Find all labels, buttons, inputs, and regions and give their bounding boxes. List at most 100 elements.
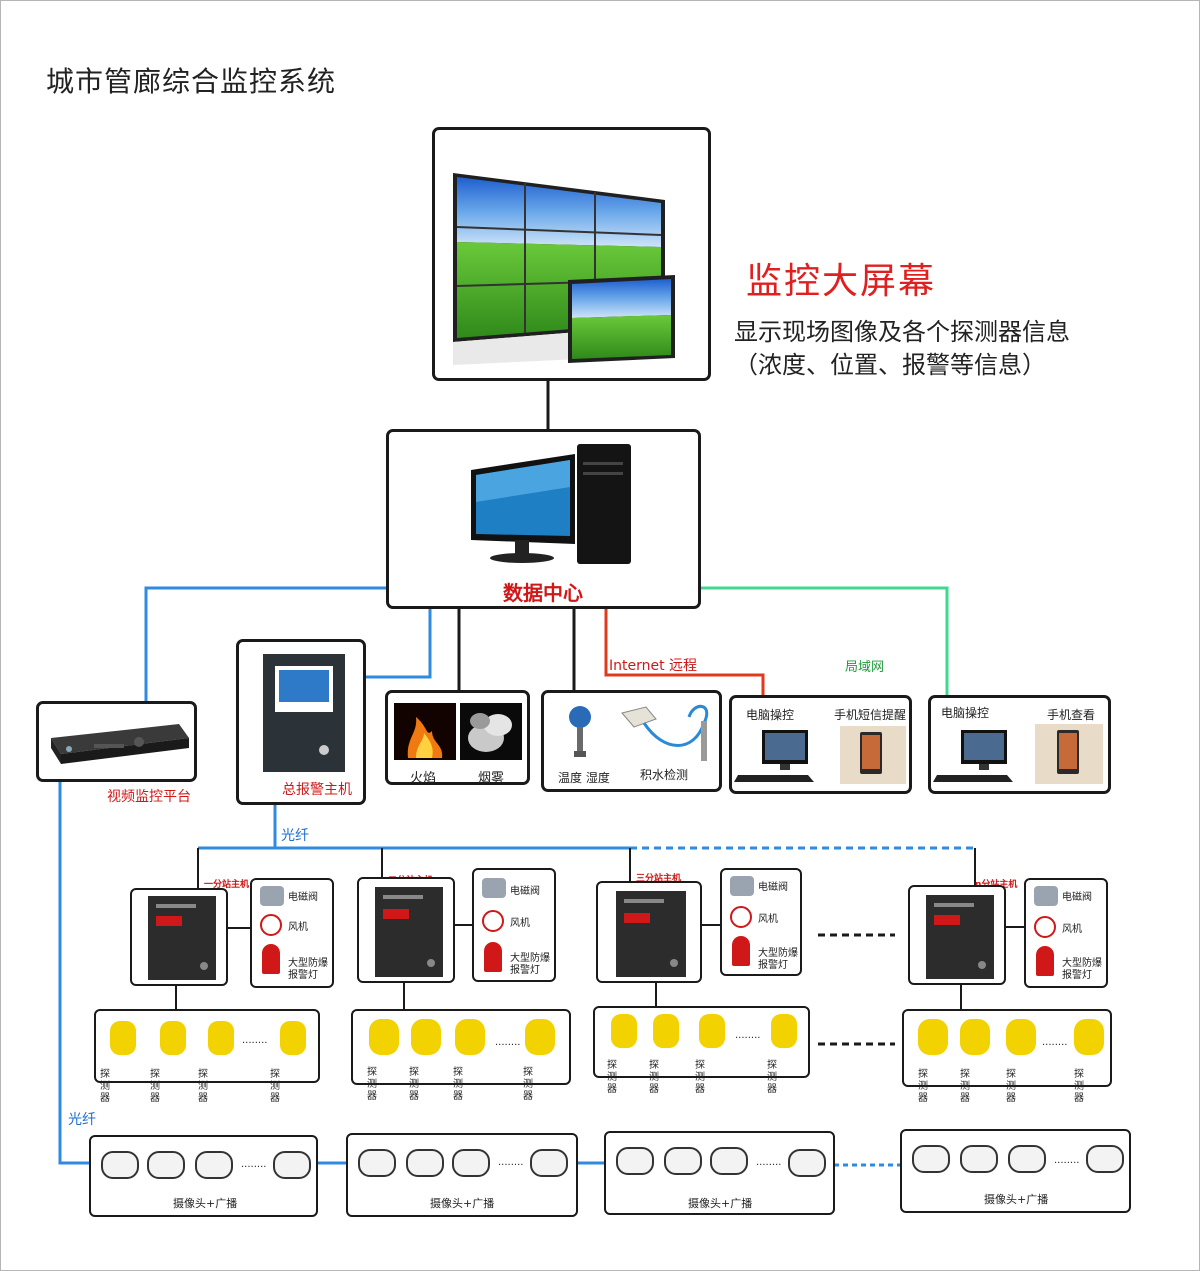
valve-label: 电磁阀: [1062, 892, 1092, 903]
valve-label: 电磁阀: [758, 882, 788, 893]
alarm-host-label: 总报警主机: [282, 782, 352, 798]
gas-detector-icon: [960, 1019, 990, 1055]
lamp-label-1: 大型防爆: [758, 948, 798, 959]
gas-detector-icon: [1074, 1019, 1104, 1055]
lan-box: 电脑操控 手机查看: [928, 695, 1111, 794]
devices-box-3: 电磁阀 风机 大型防爆 报警灯: [720, 868, 802, 976]
video-wall-desc: 显示现场图像及各个探测器信息 （浓度、位置、报警等信息）: [734, 316, 1070, 382]
video-wall-desc-line2: （浓度、位置、报警等信息）: [734, 351, 1046, 379]
camera-label: 摄像头+广播: [688, 1197, 753, 1210]
video-wall-image: [453, 173, 675, 365]
lan-phone-label: 手机查看: [1047, 708, 1096, 722]
camera-box-1: ........ 摄像头+广播: [89, 1135, 318, 1217]
remote-box: 电脑操控 手机短信提醒: [729, 695, 912, 794]
detector-label: 探测器: [1074, 1069, 1084, 1104]
page-title: 城市管廊综合监控系统: [46, 65, 337, 98]
alarm-lamp-icon: [1036, 946, 1054, 976]
camera-dots: ........: [241, 1159, 267, 1170]
camera-label: 摄像头+广播: [173, 1197, 238, 1210]
alarm-host-icon: [263, 654, 345, 772]
fan-label: 风机: [510, 918, 530, 929]
camera-icon: [788, 1149, 826, 1177]
camera-icon: [960, 1145, 998, 1173]
gas-detector-icon: [1006, 1019, 1036, 1055]
lamp-label-1: 大型防爆: [510, 953, 550, 964]
camera-icon: [195, 1151, 233, 1179]
lan-link-label: 局域网: [845, 660, 885, 675]
fan-label: 风机: [288, 922, 308, 933]
video-platform-label: 视频监控平台: [107, 789, 191, 805]
gas-detector-icon: [455, 1019, 485, 1055]
gas-detector-icon: [280, 1021, 306, 1055]
station-1-icon: [148, 896, 216, 980]
camera-box-2: ........ 摄像头+广播: [346, 1133, 578, 1217]
env-sensor-images: [569, 705, 709, 761]
camera-dots: ........: [756, 1157, 782, 1168]
camera-icon: [664, 1147, 702, 1175]
alarm-lamp-icon: [732, 936, 750, 966]
detector-label: 探测器: [960, 1069, 970, 1104]
camera-icon: [1086, 1145, 1124, 1173]
lamp-label-2: 报警灯: [1062, 970, 1092, 981]
gas-detector-icon: [411, 1019, 441, 1055]
fan-icon: [1034, 916, 1056, 938]
devices-box-1: 电磁阀 风机 大型防爆 报警灯: [250, 878, 334, 988]
fiber-label-left: 光纤: [68, 1112, 96, 1128]
video-wall-title: 监控大屏幕: [746, 261, 937, 302]
camera-icon: [710, 1147, 748, 1175]
detector-label: 探测器: [649, 1060, 659, 1095]
station-3-box: [596, 881, 702, 983]
camera-icon: [147, 1151, 185, 1179]
remote-pc-label: 电脑操控: [746, 708, 795, 722]
fire-smoke-images: [394, 703, 522, 760]
video-wall-box: [432, 127, 711, 381]
detector-label: 探测器: [453, 1067, 463, 1102]
alarm-host-box: [236, 639, 366, 805]
gas-detector-icon: [525, 1019, 555, 1055]
gas-detector-icon: [611, 1014, 637, 1048]
fan-label: 风机: [758, 914, 778, 925]
camera-icon: [452, 1149, 490, 1177]
valve-icon: [260, 886, 284, 906]
valve-label: 电磁阀: [510, 886, 540, 897]
camera-icon: [912, 1145, 950, 1173]
gas-detector-icon: [369, 1019, 399, 1055]
gas-detector-icon: [208, 1021, 234, 1055]
station-1-box: [130, 888, 228, 986]
detector-label: 探测器: [409, 1067, 419, 1102]
detector-label: 探测器: [523, 1067, 533, 1102]
camera-icon: [1008, 1145, 1046, 1173]
fire-smoke-box: 火焰 烟雾: [385, 690, 530, 786]
alarm-lamp-icon: [484, 942, 502, 972]
detector-label: 探测器: [150, 1069, 160, 1104]
internet-link-label: Internet 远程: [609, 658, 698, 674]
valve-icon: [730, 876, 754, 896]
detector-label: 探测器: [198, 1069, 208, 1104]
lamp-label-2: 报警灯: [758, 960, 788, 971]
detector-label: 探测器: [100, 1069, 110, 1104]
camera-label: 摄像头+广播: [984, 1193, 1049, 1206]
fan-icon: [260, 914, 282, 936]
gas-detector-icon: [699, 1014, 725, 1048]
water-detect-label: 积水检测: [640, 768, 689, 782]
camera-icon: [101, 1151, 139, 1179]
detector-box-3: 探测器 探测器 探测器 ........ 探测器: [593, 1006, 810, 1095]
detector-dots: ........: [1042, 1037, 1068, 1048]
camera-icon: [616, 1147, 654, 1175]
temp-humidity-label: 温度 湿度: [558, 771, 610, 785]
station-1-label: 一分站主机: [204, 880, 250, 890]
detector-dots: ........: [495, 1037, 521, 1048]
station-3-icon: [616, 891, 686, 977]
detector-box-1: 探测器 探测器 探测器 ........ 探测器: [94, 1009, 320, 1104]
devices-box-n: 电磁阀 风机 大型防爆 报警灯: [1024, 878, 1108, 988]
detector-label: 探测器: [767, 1060, 777, 1095]
detector-dots: ........: [242, 1035, 268, 1046]
camera-box-n: ........ 摄像头+广播: [900, 1129, 1131, 1213]
alarm-lamp-icon: [262, 944, 280, 974]
camera-icon: [530, 1149, 568, 1177]
station-3-label: 三分站主机: [636, 874, 682, 884]
detector-box-2: 探测器 探测器 探测器 ........ 探测器: [351, 1009, 571, 1102]
camera-icon: [358, 1149, 396, 1177]
fan-icon: [730, 906, 752, 928]
